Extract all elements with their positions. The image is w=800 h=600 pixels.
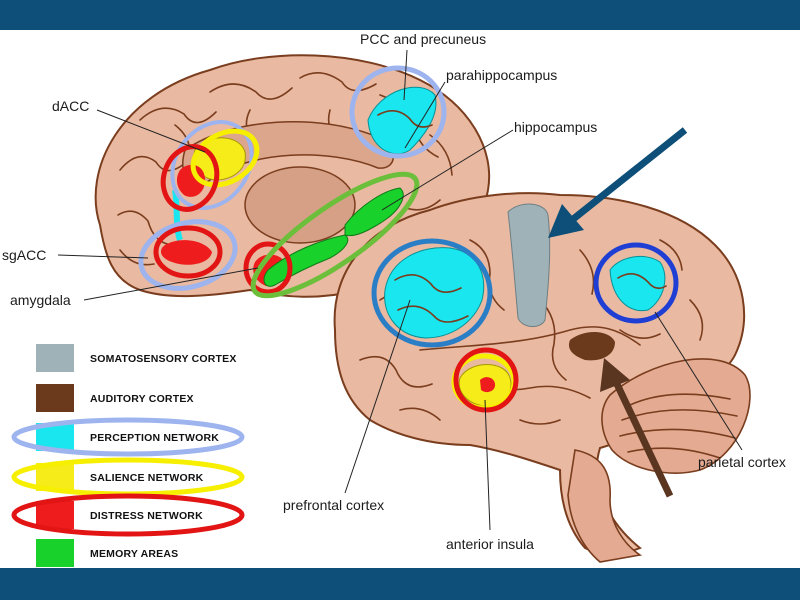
- dacc-perception-ring: [170, 120, 254, 210]
- dacc-distress-ring: [160, 144, 220, 212]
- dacc-salience-ring: [190, 128, 260, 188]
- header-band: [0, 0, 800, 30]
- somatosensory-region: [507, 203, 551, 327]
- parietal-cyan-region: [609, 255, 666, 312]
- legend-ring-perception: [11, 417, 245, 457]
- dacc-red-region: [176, 164, 205, 197]
- legend-swatch-memory: [36, 539, 74, 567]
- sgacc-distress-ring: [153, 225, 223, 279]
- prefrontal-cyan-region: [384, 247, 485, 339]
- sgacc-perception-ring: [138, 219, 238, 291]
- legend-label-somatosensory: SOMATOSENSORY CORTEX: [90, 353, 237, 365]
- parietal-blue-ring: [593, 242, 679, 324]
- pcc-perception-ring: [349, 65, 447, 159]
- insula-red-region: [480, 377, 496, 393]
- thalamus: [244, 166, 356, 244]
- legend-label-salience: SALIENCE NETWORK: [90, 472, 204, 484]
- label-parahippocampus: parahippocampus: [446, 67, 557, 83]
- label-sgacc: sgACC: [2, 247, 46, 263]
- label-hippocampus: hippocampus: [514, 119, 597, 135]
- pcc-region: [367, 86, 437, 155]
- cerebellum: [601, 358, 751, 474]
- brain-stem: [567, 449, 643, 563]
- prefrontal-blue-ring: [371, 238, 493, 348]
- legend-label-memory: MEMORY AREAS: [90, 548, 178, 560]
- memory-ring: [250, 171, 420, 299]
- label-parietal: parietal cortex: [698, 454, 786, 470]
- somatosensory-arrow-head: [548, 204, 584, 238]
- leader-lines: [57, 49, 743, 531]
- auditory-region: [568, 331, 615, 361]
- medial-regions: [160, 86, 437, 287]
- legend-swatch-auditory: [36, 384, 74, 412]
- label-dacc: dACC: [52, 98, 89, 114]
- legend-label-perception: PERCEPTION NETWORK: [90, 432, 219, 444]
- network-rings: [138, 65, 679, 413]
- hippocampus-green-region: [263, 234, 349, 287]
- parahippocampus-green-region: [344, 187, 404, 237]
- legend: SOMATOSENSORY CORTEX AUDITORY CORTEX PER…: [11, 344, 245, 567]
- legend-label-distress: DISTRESS NETWORK: [90, 510, 203, 522]
- somatosensory-arrow-shaft: [569, 127, 688, 223]
- insula-distress-ring: [453, 347, 519, 413]
- arrows: [548, 127, 688, 498]
- legend-swatch-somatosensory: [36, 344, 74, 372]
- legend-ring-distress: [11, 493, 245, 537]
- auditory-arrow-head: [600, 358, 630, 392]
- amygdala-distress-ring: [243, 241, 293, 295]
- label-anterior-insula: anterior insula: [446, 536, 534, 552]
- label-pcc: PCC and precuneus: [360, 31, 486, 47]
- sgacc-red-region: [160, 240, 212, 265]
- anatomical-labels: PCC and precuneus parahippocampus hippoc…: [2, 31, 786, 552]
- footer-band: [0, 568, 800, 600]
- lateral-regions: [384, 203, 667, 407]
- legend-swatch-distress: [36, 501, 74, 529]
- label-amygdala: amygdala: [10, 292, 71, 308]
- auditory-arrow-shaft: [612, 380, 674, 498]
- legend-label-auditory: AUDITORY CORTEX: [90, 393, 194, 405]
- label-prefrontal: prefrontal cortex: [283, 497, 384, 513]
